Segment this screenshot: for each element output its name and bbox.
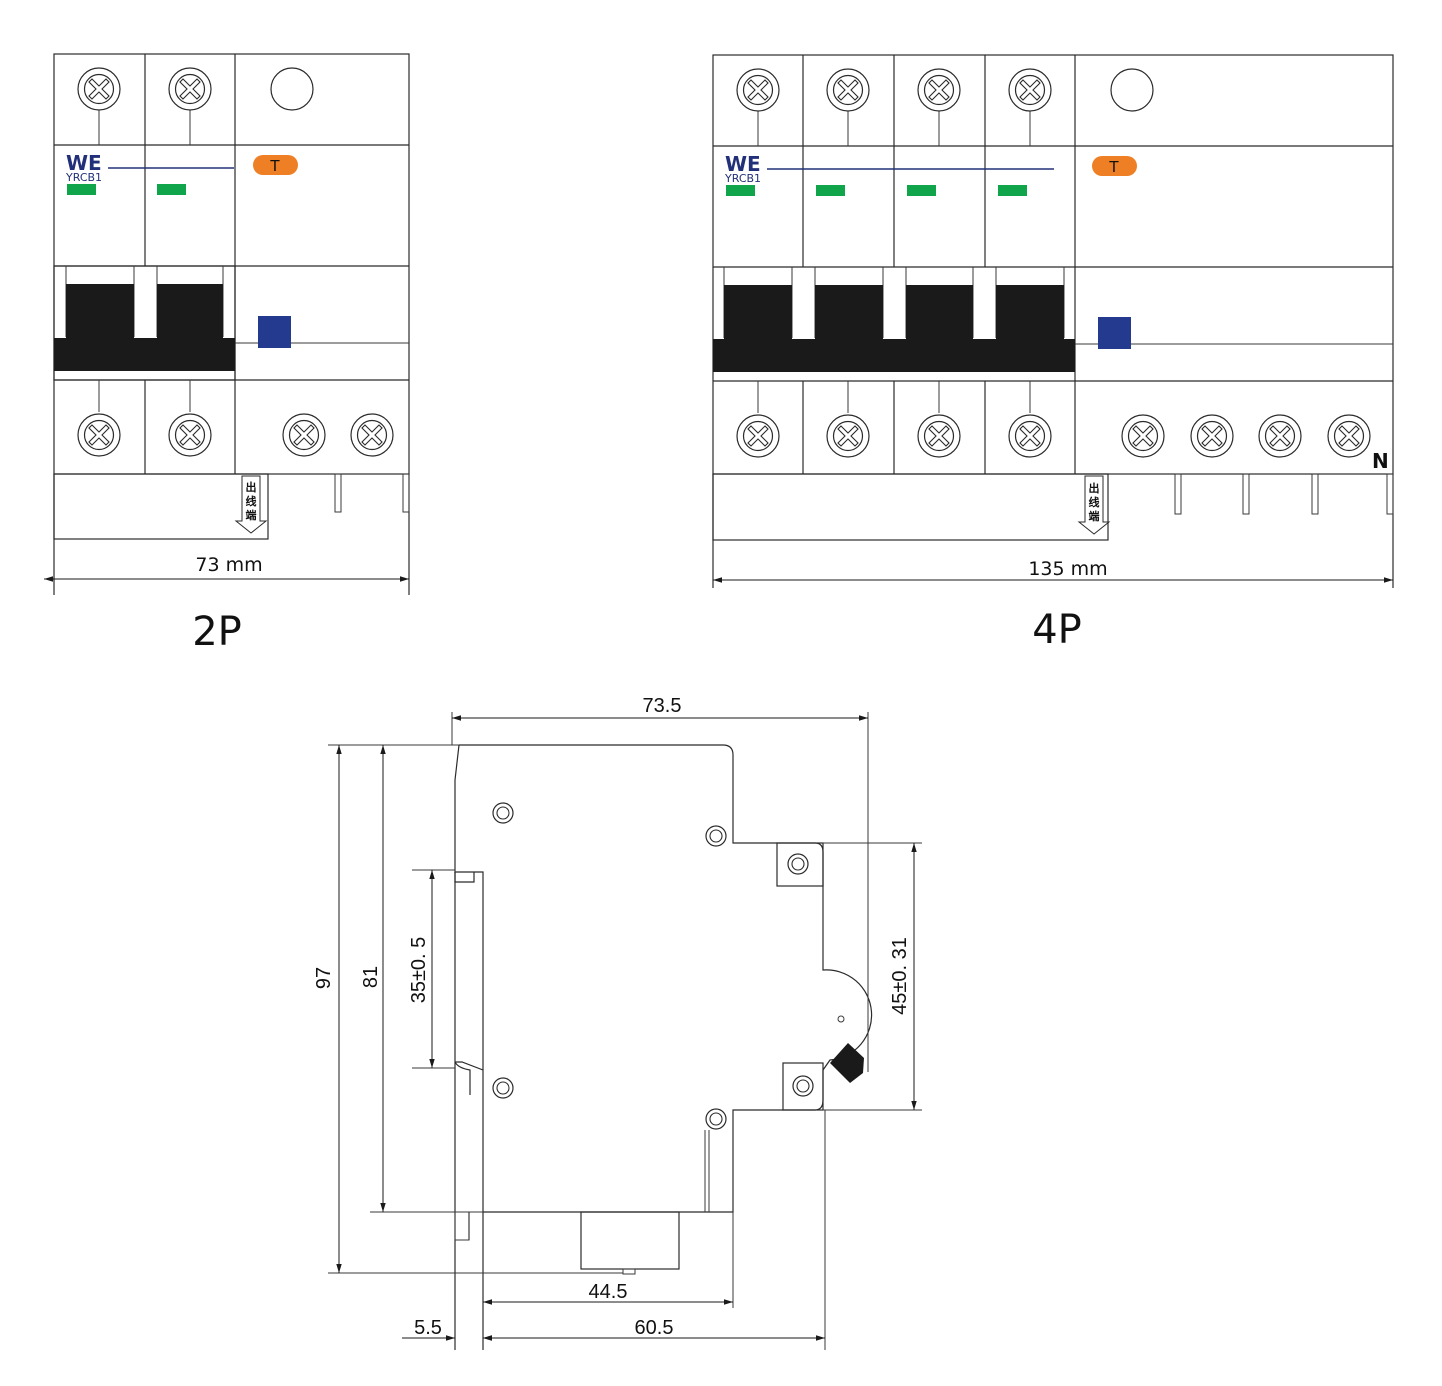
terminal-screw-icon — [77, 67, 121, 111]
terminal-screw-icon — [826, 68, 870, 112]
caption-2p: 2P — [192, 609, 242, 655]
neutral-label: N — [1372, 449, 1389, 473]
side-handle — [830, 1043, 864, 1083]
terminal-screw-icon — [1258, 414, 1302, 458]
width-label-4p: 135 mm — [1028, 558, 1107, 580]
svg-text:端: 端 — [246, 508, 257, 522]
test-button — [253, 155, 298, 175]
dim-din-rail: 35±0. 5 — [408, 937, 430, 1004]
handle-lever — [66, 284, 134, 339]
svg-text:出: 出 — [246, 480, 257, 494]
front-view-4p: WE YRCB1 T N — [712, 54, 1394, 653]
model-label: YRCB1 — [724, 172, 761, 185]
handle-lever — [996, 285, 1064, 340]
front-view-2p: WE YRCB1 T 出 线 端 — [44, 53, 410, 655]
terminal-screw-icon — [1190, 414, 1234, 458]
side-view: 73.5 97 81 35±0. 5 45±0. 31 44.5 60.5 5.… — [313, 695, 922, 1350]
dim-bottom-60: 60.5 — [635, 1317, 674, 1339]
dim-bottom-44: 44.5 — [589, 1281, 628, 1303]
caption-4p: 4P — [1032, 607, 1082, 653]
status-green-indicator — [998, 185, 1027, 196]
width-label-2p: 73 mm — [195, 554, 262, 576]
terminal-screw-icon — [350, 413, 394, 457]
rivet-icon — [705, 1108, 727, 1130]
svg-text:出: 出 — [1089, 481, 1100, 495]
terminal-screw-icon — [826, 414, 870, 458]
terminal-screw-icon — [1008, 414, 1052, 458]
terminal-screw-icon — [77, 413, 121, 457]
terminal-screw-icon — [168, 67, 212, 111]
test-button-label: T — [1108, 158, 1119, 176]
dim-height-body: 81 — [360, 966, 382, 988]
terminal-screw-icon — [787, 853, 809, 875]
rivet-icon — [492, 802, 514, 824]
status-green-indicator — [907, 185, 936, 196]
terminal-screw-icon — [168, 413, 212, 457]
handle-lever — [724, 285, 792, 340]
terminal-screw-icon — [917, 68, 961, 112]
handle-lever — [815, 285, 883, 340]
rivet-icon — [492, 1077, 514, 1099]
terminal-screw-icon — [792, 1075, 814, 1097]
dim-bottom-5: 5.5 — [414, 1317, 442, 1339]
svg-text:端: 端 — [1089, 509, 1100, 523]
brand-logo: WE — [66, 151, 102, 175]
dim-height-total: 97 — [313, 967, 335, 989]
terminal-screw-icon — [1327, 414, 1371, 458]
brand-logo: WE — [725, 152, 761, 176]
svg-text:线: 线 — [246, 494, 257, 508]
terminal-screw-icon — [1121, 414, 1165, 458]
terminal-screw-icon — [736, 68, 780, 112]
terminal-screw-icon — [1008, 68, 1052, 112]
model-label: YRCB1 — [65, 171, 102, 184]
indicator-window-icon — [1110, 68, 1154, 112]
outlet-arrow-icon — [234, 475, 268, 534]
outlet-arrow-icon — [1077, 475, 1111, 535]
status-green-indicator — [726, 185, 755, 196]
test-button-label: T — [269, 157, 280, 175]
handle-lever — [157, 284, 223, 339]
handle-lever — [906, 285, 973, 340]
terminal-screw-icon — [282, 413, 326, 457]
status-green-indicator — [67, 184, 96, 195]
test-button — [1092, 156, 1137, 176]
status-green-indicator — [816, 185, 845, 196]
blue-indicator — [1098, 317, 1131, 349]
rivet-icon — [705, 825, 727, 847]
svg-text:线: 线 — [1089, 495, 1100, 509]
blue-indicator — [258, 316, 291, 348]
indicator-window-icon — [270, 67, 314, 111]
dim-top-width: 73.5 — [643, 695, 682, 717]
terminal-screw-icon — [917, 414, 961, 458]
terminal-screw-icon — [736, 414, 780, 458]
dim-terminal-span: 45±0. 31 — [889, 937, 911, 1015]
status-green-indicator — [157, 184, 186, 195]
